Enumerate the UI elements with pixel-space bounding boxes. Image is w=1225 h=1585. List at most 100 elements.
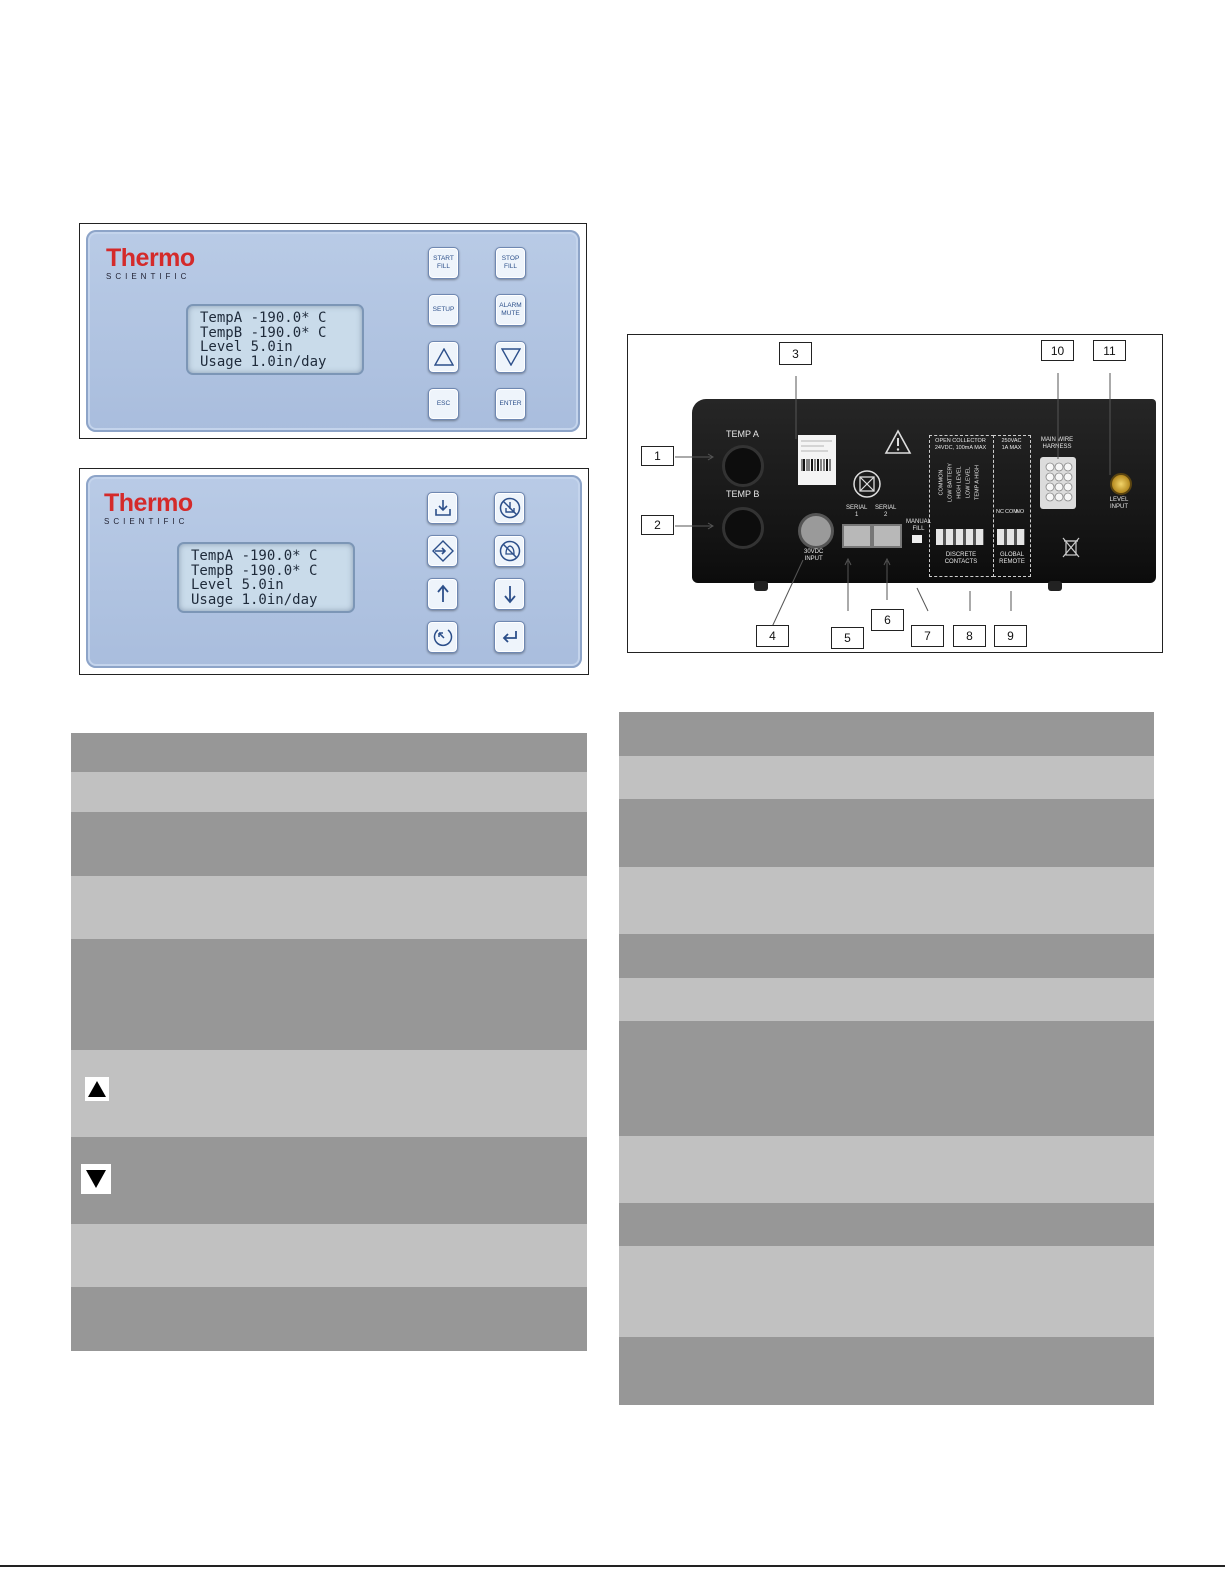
callout-5: 5	[831, 627, 864, 649]
callout-10: 10	[1041, 340, 1074, 361]
enter-button[interactable]: ENTER	[495, 388, 526, 420]
callout-1: 1	[641, 446, 674, 466]
front-panel-bottom: Thermo SCIENTIFIC TempA -190.0* C TempB …	[86, 475, 582, 668]
table-row	[71, 1050, 587, 1137]
global-remote-box	[993, 435, 1031, 577]
setup-button[interactable]: SETUP	[428, 294, 459, 326]
serial-1-port	[842, 524, 872, 548]
remote-pin-label: COM	[1005, 509, 1018, 515]
down-arrow-icon	[503, 586, 516, 604]
thermo-logo: Thermo SCIENTIFIC	[104, 489, 193, 527]
table-row	[619, 934, 1154, 978]
table-row	[619, 756, 1154, 799]
start-fill-icon	[434, 500, 451, 516]
lcd-line: Level 5.0in	[191, 577, 284, 593]
lcd-display: TempA -190.0* C TempB -190.0* C Level 5.…	[177, 542, 355, 613]
lcd-line: Usage 1.0in/day	[191, 591, 318, 608]
esc-icon	[433, 629, 452, 647]
main-wire-harness-connector	[1040, 457, 1076, 509]
alarm-mute-icon-button[interactable]	[494, 535, 525, 567]
global-remote-label: GLOBAL REMOTE	[999, 552, 1025, 565]
lcd-line: TempA -190.0* C	[191, 548, 318, 564]
front-panel-image-top: Thermo SCIENTIFIC TempA -190.0* C TempB …	[79, 223, 587, 439]
start-fill-icon-button[interactable]	[427, 492, 458, 524]
down-triangle-outline-icon	[500, 348, 521, 366]
discrete-contacts-label: DISCRETE CONTACTS	[944, 552, 978, 565]
setup-icon	[431, 540, 454, 562]
down-arrow-button[interactable]	[494, 578, 525, 610]
table-row	[71, 733, 587, 772]
serial-label-sticker	[798, 435, 836, 485]
lcd-line: Usage 1.0in/day	[200, 353, 327, 370]
relay-rating-label: 250VAC 1A MAX	[1001, 438, 1022, 451]
remote-pin-label: NC	[996, 509, 1004, 515]
up-arrow-button[interactable]	[427, 578, 458, 610]
brand-name: Thermo	[104, 489, 193, 517]
callout-7: 7	[911, 625, 944, 647]
rear-panel-device: TEMP A TEMP B 30VDC INPUT SERIAL 1 SERIA…	[692, 399, 1156, 583]
callout-2: 2	[641, 515, 674, 535]
harness-pins-image	[1045, 462, 1073, 502]
stop-fill-button[interactable]: STOP FILL	[495, 247, 526, 279]
callout-8: 8	[953, 625, 986, 647]
setup-icon-button[interactable]	[427, 535, 458, 567]
callout-6: 6	[871, 609, 904, 631]
up-triangle-icon	[85, 1077, 109, 1101]
down-triangle-icon	[81, 1164, 111, 1194]
table-row	[619, 1337, 1154, 1405]
serial-2-label: SERIAL 2	[875, 505, 897, 518]
stop-fill-icon	[499, 497, 520, 519]
up-triangle-outline-icon	[433, 348, 454, 366]
down-button[interactable]	[495, 341, 526, 373]
enter-icon	[502, 631, 517, 643]
discrete-terminal-block	[936, 529, 984, 545]
table-row	[619, 1136, 1154, 1203]
esc-icon-button[interactable]	[427, 621, 458, 653]
front-panel-top: Thermo SCIENTIFIC TempA -190.0* C TempB …	[86, 230, 580, 432]
dc-input-connector	[798, 513, 834, 549]
manual-fill-jack	[912, 535, 922, 543]
table-row	[71, 876, 587, 939]
table-row	[619, 1203, 1154, 1246]
table-row	[619, 1246, 1154, 1337]
serial-1-label: SERIAL 1	[846, 505, 868, 518]
weee-recycling-icon	[1062, 537, 1080, 558]
device-foot	[754, 581, 768, 591]
callout-3: 3	[779, 342, 812, 365]
ethernet-symbol-icon	[853, 470, 881, 498]
callout-11: 11	[1093, 340, 1126, 361]
up-button[interactable]	[428, 341, 459, 373]
lcd-line: TempB -190.0* C	[200, 324, 327, 341]
up-arrow-icon	[436, 584, 449, 602]
alarm-mute-button[interactable]: ALARM MUTE	[495, 294, 526, 326]
callout-leader-lines	[675, 373, 1111, 628]
rear-panel-figure: TEMP A TEMP B 30VDC INPUT SERIAL 1 SERIA…	[627, 334, 1163, 653]
temp-b-connector	[722, 507, 764, 549]
table-row	[71, 939, 587, 1050]
remote-terminal-block	[997, 529, 1025, 545]
lcd-display: TempA -190.0* C TempB -190.0* C Level 5.…	[186, 304, 364, 375]
warning-icon	[884, 429, 912, 454]
start-fill-button[interactable]: START FILL	[428, 247, 459, 279]
brand-name: Thermo	[106, 244, 195, 272]
lcd-line: TempB -190.0* C	[191, 562, 318, 579]
table-row	[71, 1287, 587, 1351]
table-row	[619, 867, 1154, 934]
table-row	[71, 812, 587, 876]
brand-sub: SCIENTIFIC	[106, 272, 191, 281]
esc-button[interactable]: ESC	[428, 388, 459, 420]
manual-fill-label: MANUAL FILL	[906, 519, 932, 532]
lcd-line: TempA -190.0* C	[200, 310, 327, 326]
table-row	[619, 712, 1154, 756]
stop-fill-icon-button[interactable]	[494, 492, 525, 524]
table-row	[71, 1137, 587, 1224]
temp-a-connector	[722, 445, 764, 487]
table-row	[619, 978, 1154, 1021]
temp-b-label: TEMP B	[726, 489, 760, 499]
level-input-port	[1110, 473, 1132, 495]
dc-input-label: 30VDC INPUT	[804, 549, 824, 562]
level-input-label: LEVEL INPUT	[1109, 497, 1129, 510]
main-wire-harness-label: MAIN WIRE HARNESS	[1040, 437, 1074, 450]
enter-icon-button[interactable]	[494, 621, 525, 653]
footer-rule	[0, 1565, 1225, 1567]
